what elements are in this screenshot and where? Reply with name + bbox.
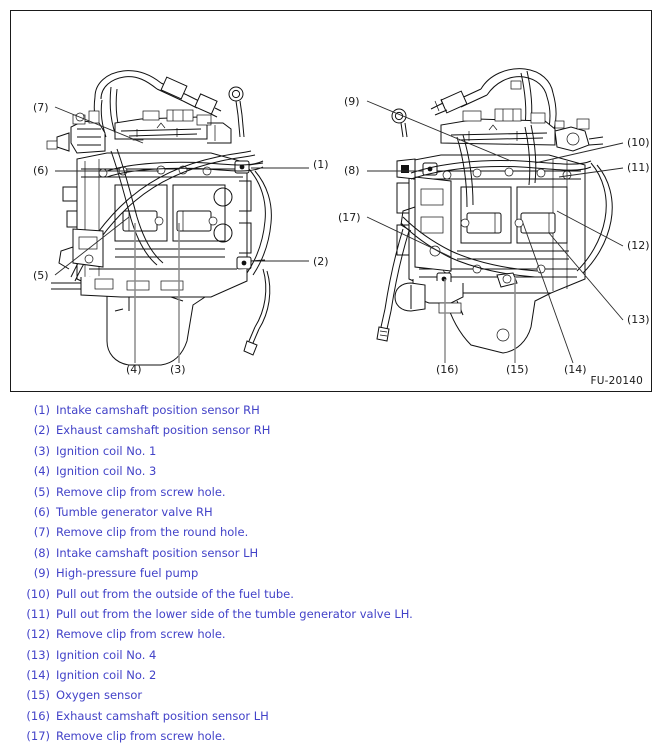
- callout-6: (6): [33, 164, 49, 177]
- legend-label: Exhaust camshaft position sensor RH: [56, 423, 271, 438]
- legend-item-3: (3) Ignition coil No. 1: [0, 441, 661, 461]
- legend-item-4: (4) Ignition coil No. 3: [0, 461, 661, 481]
- callout-17: (17): [338, 211, 361, 224]
- legend-item-8: (8) Intake camshaft position sensor LH: [0, 543, 661, 563]
- engine-diagram: (7) (6) (5) (1) (2) (4) (3): [33, 68, 650, 376]
- figure-frame: (7) (6) (5) (1) (2) (4) (3): [10, 10, 652, 392]
- legend-label: Intake camshaft position sensor LH: [56, 545, 259, 560]
- legend-number: (17): [26, 729, 50, 744]
- legend-item-13: (13) Ignition coil No. 4: [0, 645, 661, 665]
- left-callout-leaders: [54, 106, 309, 363]
- legend-label: High-pressure fuel pump: [56, 566, 199, 581]
- callout-4: (4): [126, 363, 142, 376]
- legend-number: (10): [26, 586, 50, 601]
- legend-number: (13): [26, 647, 50, 662]
- callout-2: (2): [313, 255, 329, 268]
- right-engine-illustration: [376, 68, 613, 354]
- left-callout-labels: (7) (6) (5) (1) (2) (4) (3): [33, 101, 329, 376]
- legend-number: (16): [26, 708, 50, 723]
- legend-number: (12): [26, 627, 50, 642]
- legend-item-2: (2) Exhaust camshaft position sensor RH: [0, 420, 661, 440]
- legend-item-14: (14) Ignition coil No. 2: [0, 665, 661, 685]
- legend-label: Ignition coil No. 3: [56, 464, 157, 479]
- legend-number: (8): [33, 545, 50, 560]
- legend-label: Ignition coil No. 2: [56, 668, 157, 683]
- legend-item-6: (6) Tumble generator valve RH: [0, 502, 661, 522]
- left-tgv-housing: [58, 228, 104, 270]
- left-lower-brackets: [51, 269, 248, 298]
- right-fuel-pump: [554, 118, 604, 152]
- callout-12: (12): [627, 239, 650, 252]
- callout-11: (11): [627, 161, 650, 174]
- right-oxygen-sensor: [496, 272, 518, 288]
- legend-label: Remove clip from screw hole.: [56, 484, 226, 499]
- callout-9: (9): [344, 95, 360, 108]
- legend-number: (3): [33, 443, 50, 458]
- right-upper-hose-assembly: [430, 68, 565, 136]
- legend-item-16: (16) Exhaust camshaft position sensor LH: [0, 706, 661, 726]
- legend-item-15: (15) Oxygen sensor: [0, 685, 661, 705]
- right-dipstick: [391, 108, 408, 138]
- right-tgv-housing: [396, 158, 452, 272]
- legend-number: (14): [26, 668, 50, 683]
- left-intake-manifold: [114, 109, 232, 144]
- callout-15: (15): [506, 363, 529, 376]
- callout-3: (3): [170, 363, 186, 376]
- left-dipstick: [228, 86, 245, 138]
- legend-label: Exhaust camshaft position sensor LH: [56, 708, 269, 723]
- legend-item-1: (1) Intake camshaft position sensor RH: [0, 400, 661, 420]
- right-oil-pan: [440, 292, 552, 354]
- left-engine-illustration: [46, 70, 272, 366]
- callout-1: (1): [313, 158, 329, 171]
- legend-item-9: (9) High-pressure fuel pump: [0, 563, 661, 583]
- callout-7: (7): [33, 101, 49, 114]
- legend-number: (5): [33, 484, 50, 499]
- legend-number: (1): [33, 403, 50, 417]
- figure-code: FU-20140: [590, 375, 643, 387]
- legend-label: Pull out from the lower side of the tumb…: [56, 606, 413, 621]
- right-ignition-coils: [460, 212, 556, 234]
- legend-item-10: (10) Pull out from the outside of the fu…: [0, 584, 661, 604]
- legend-number: (15): [26, 688, 50, 703]
- legend-number: (6): [33, 504, 50, 519]
- callout-10: (10): [627, 136, 650, 149]
- right-callout-leaders: [366, 100, 624, 364]
- left-dangling-connector: [243, 268, 271, 356]
- legend-item-11: (11) Pull out from the lower side of the…: [0, 604, 661, 624]
- legend-label: Remove clip from screw hole.: [56, 729, 226, 744]
- legend-item-5: (5) Remove clip from screw hole.: [0, 482, 661, 502]
- callout-8: (8): [344, 164, 360, 177]
- callout-16: (16): [436, 363, 459, 376]
- callout-5: (5): [33, 269, 49, 282]
- left-camshaft-sensors: [234, 160, 266, 270]
- legend-number: (2): [33, 423, 50, 438]
- callout-14: (14): [564, 363, 587, 376]
- legend-item-17: (17) Remove clip from screw hole.: [0, 726, 661, 746]
- callout-13: (13): [627, 313, 650, 326]
- legend-label: Remove clip from screw hole.: [56, 627, 226, 642]
- legend-label: Remove clip from the round hole.: [56, 525, 249, 540]
- left-ignition-coils: [122, 210, 218, 232]
- legend-item-12: (12) Remove clip from screw hole.: [0, 624, 661, 644]
- left-oil-pan: [106, 292, 213, 366]
- right-callout-labels: (9) (8) (17) (10) (11) (12) (13) (14) (1…: [338, 95, 650, 376]
- legend-number: (9): [33, 566, 50, 581]
- legend-label: Ignition coil No. 4: [56, 647, 157, 662]
- right-dangling-connector: [376, 228, 410, 342]
- right-intake-manifold: [440, 108, 556, 146]
- legend-list: (1) Intake camshaft position sensor RH (…: [0, 400, 661, 747]
- legend-label: Ignition coil No. 1: [56, 443, 157, 458]
- legend-number: (11): [26, 606, 50, 621]
- legend-number: (4): [33, 464, 50, 479]
- legend-label: Tumble generator valve RH: [56, 504, 213, 519]
- right-coolant-pipe: [394, 279, 464, 314]
- legend-number: (7): [33, 525, 50, 540]
- left-accessory-cluster: [46, 110, 106, 154]
- legend-item-7: (7) Remove clip from the round hole.: [0, 522, 661, 542]
- legend-label: Oxygen sensor: [56, 688, 143, 703]
- legend-label: Pull out from the outside of the fuel tu…: [56, 586, 294, 601]
- legend-label: Intake camshaft position sensor RH: [56, 403, 260, 417]
